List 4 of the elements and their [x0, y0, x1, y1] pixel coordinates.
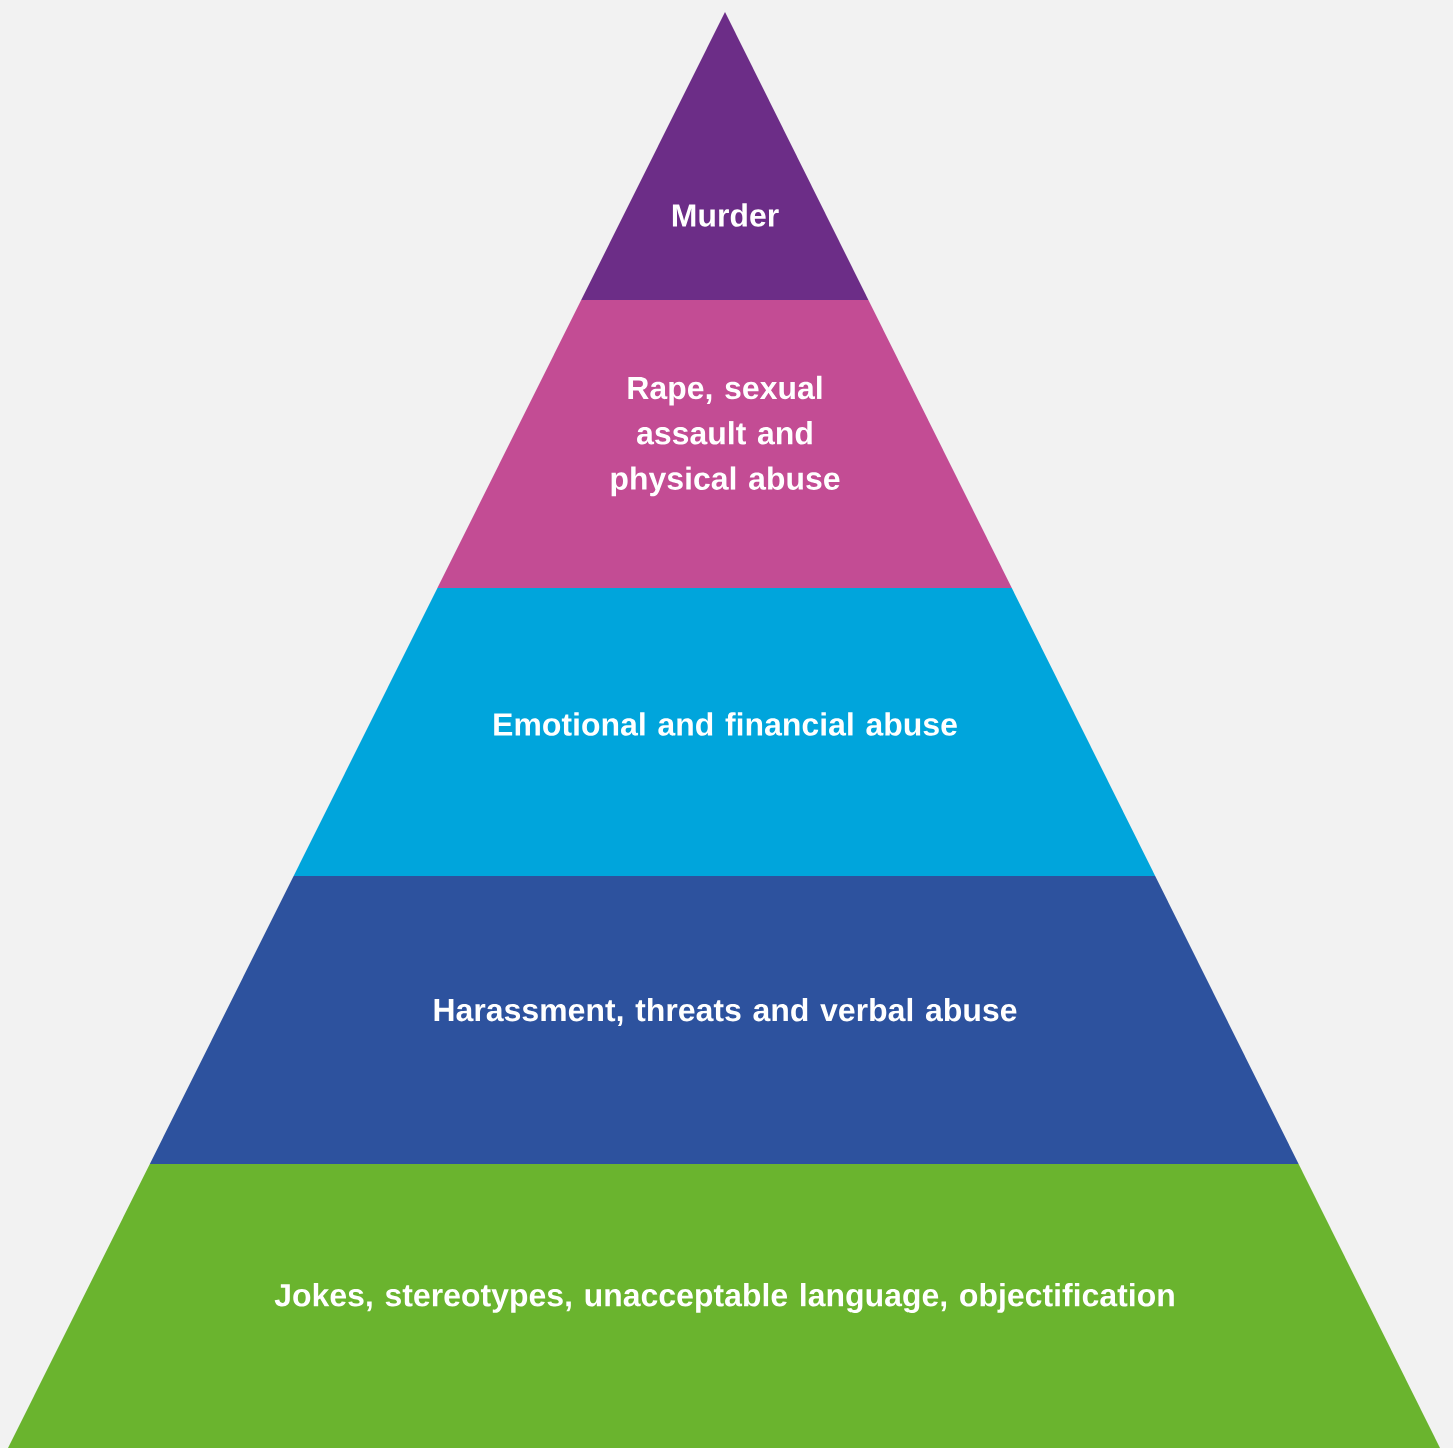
pyramid-level: Rape, sexual assault and physical abuse	[437, 300, 1012, 588]
pyramid-level: Harassment, threats and verbal abuse	[149, 876, 1299, 1164]
pyramid-level: Murder	[581, 12, 869, 300]
pyramid-level: Emotional and financial abuse	[293, 588, 1156, 876]
